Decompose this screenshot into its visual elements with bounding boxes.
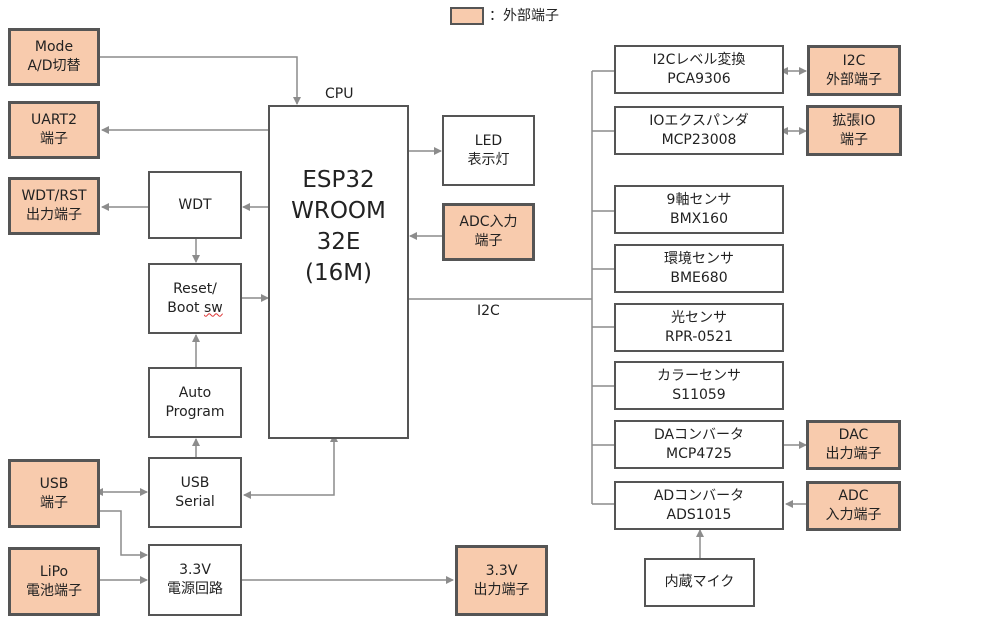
legend-text: ：外部端子 (489, 8, 559, 24)
wire-usb-to-power (98, 510, 148, 559)
ad-converter-block: ADコンバータ ADS1015 (614, 481, 784, 530)
esp32-cpu-block: ESP32 WROOM 32E (16M) (268, 105, 409, 439)
adc-input-terminal-cpu-block: ADC入力 端子 (442, 203, 535, 261)
wdt-rst-output-terminal-block: WDT/RST 出力端子 (8, 177, 100, 235)
dac-output-terminal-block: DAC 出力端子 (806, 420, 901, 470)
mode-ad-switch-block: Mode A/D切替 (8, 28, 100, 86)
internal-microphone-block: 内蔵マイク (644, 558, 755, 607)
expansion-io-terminal-block: 拡張IO 端子 (806, 105, 902, 156)
reset-label-line2: Boot sw (167, 299, 223, 316)
wire-cpu-to-usbserial (243, 434, 338, 499)
light-sensor-block: 光センサ RPR-0521 (614, 303, 784, 352)
usb-serial-block: USB Serial (148, 457, 242, 528)
reset-boot-switch-block: Reset/ Boot sw (148, 263, 242, 334)
uart2-terminal-block: UART2 端子 (8, 101, 100, 159)
9axis-sensor-block: 9軸センサ BMX160 (614, 185, 784, 234)
i2c-external-terminal-block: I2C 外部端子 (807, 45, 901, 96)
lipo-battery-terminal-block: LiPo 電池端子 (8, 547, 100, 616)
auto-program-block: Auto Program (148, 367, 242, 438)
3v3-output-terminal-block: 3.3V 出力端子 (455, 545, 548, 616)
wdt-block: WDT (148, 171, 242, 239)
spellcheck-squiggle-word: sw (203, 299, 223, 316)
led-indicator-block: LED 表示灯 (442, 115, 535, 186)
da-converter-block: DAコンバータ MCP4725 (614, 420, 784, 469)
i2c-label: I2C (477, 303, 500, 319)
color-sensor-block: カラーセンサ S11059 (614, 361, 784, 410)
io-expander-block: IOエクスパンダ MCP23008 (614, 106, 784, 155)
power-circuit-block: 3.3V 電源回路 (148, 544, 242, 616)
environment-sensor-block: 環境センサ BME680 (614, 244, 784, 293)
cpu-label: CPU (325, 86, 354, 102)
legend-external-swatch (450, 7, 484, 25)
adc-input-terminal-block: ADC 入力端子 (806, 481, 901, 531)
usb-terminal-block: USB 端子 (8, 459, 100, 528)
i2c-level-shifter-block: I2Cレベル変換 PCA9306 (614, 45, 784, 94)
wire-mode-to-cpu (100, 56, 301, 105)
reset-label-line1: Reset/ (173, 280, 217, 297)
